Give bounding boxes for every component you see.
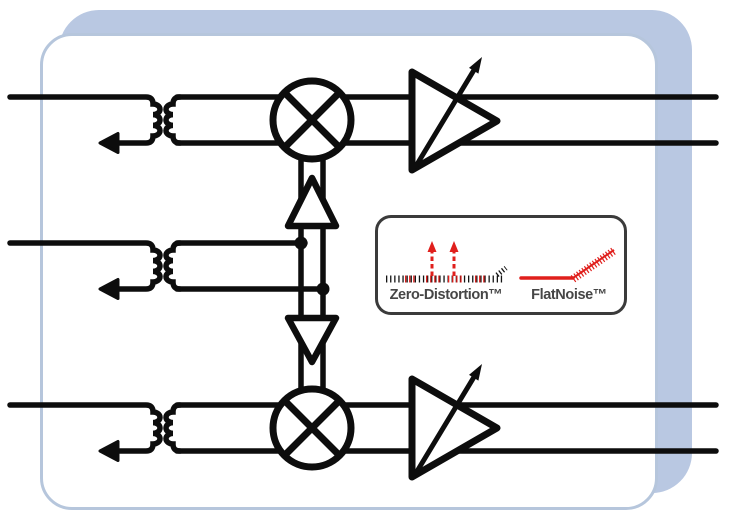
top-channel [10,94,719,153]
bottom-channel [10,402,719,461]
flatnoise-label: FlatNoise™ [531,287,607,303]
zero-distortion-item: Zero-Distortion™ [383,238,509,303]
gain-arrow-icon [413,67,477,169]
spectrum-arrows-icon [386,241,508,283]
mixer-icon [269,385,355,471]
gain-arrowhead-icon [469,57,482,74]
lo-buffer-up-icon [284,174,340,230]
zero-distortion-label: Zero-Distortion™ [389,287,503,303]
junction-dot [316,282,330,296]
noise-slope-icon [519,246,618,283]
trademark-badge: Zero-Distortion™ FlatNoise™ [375,215,627,315]
lo-buffer-down-icon [284,314,340,366]
transformer-icon [10,243,180,299]
variable-gain-amplifier-icon [408,364,501,481]
lo-channel [10,149,340,396]
gain-arrow-icon [413,374,477,476]
junction-dot [294,236,308,250]
flatnoise-item: FlatNoise™ [519,238,619,303]
transformer-icon [10,97,180,153]
gain-arrowhead-icon [469,364,482,381]
transformer-icon [10,405,180,461]
variable-gain-amplifier-icon [408,57,501,174]
mixer-icon [269,77,355,163]
